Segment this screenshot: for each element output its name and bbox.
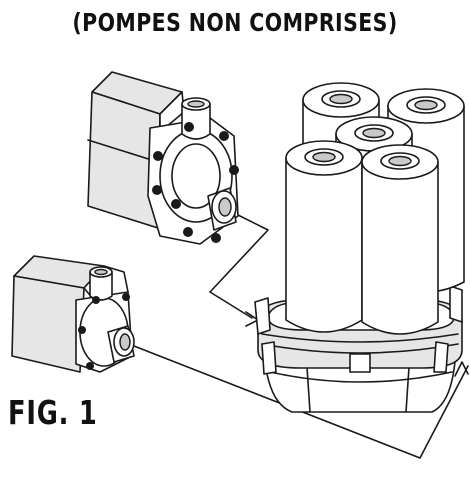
small-pump <box>11 255 135 373</box>
tube-small-pump <box>133 345 469 459</box>
filter-cartridge-front-left <box>285 140 363 333</box>
large-pump <box>87 71 239 245</box>
figure-caption-title: (POMPES NON COMPRISES) <box>72 8 398 37</box>
figure-label: FIG. 1 <box>8 393 98 432</box>
filter-cartridge-front-right <box>361 144 439 335</box>
